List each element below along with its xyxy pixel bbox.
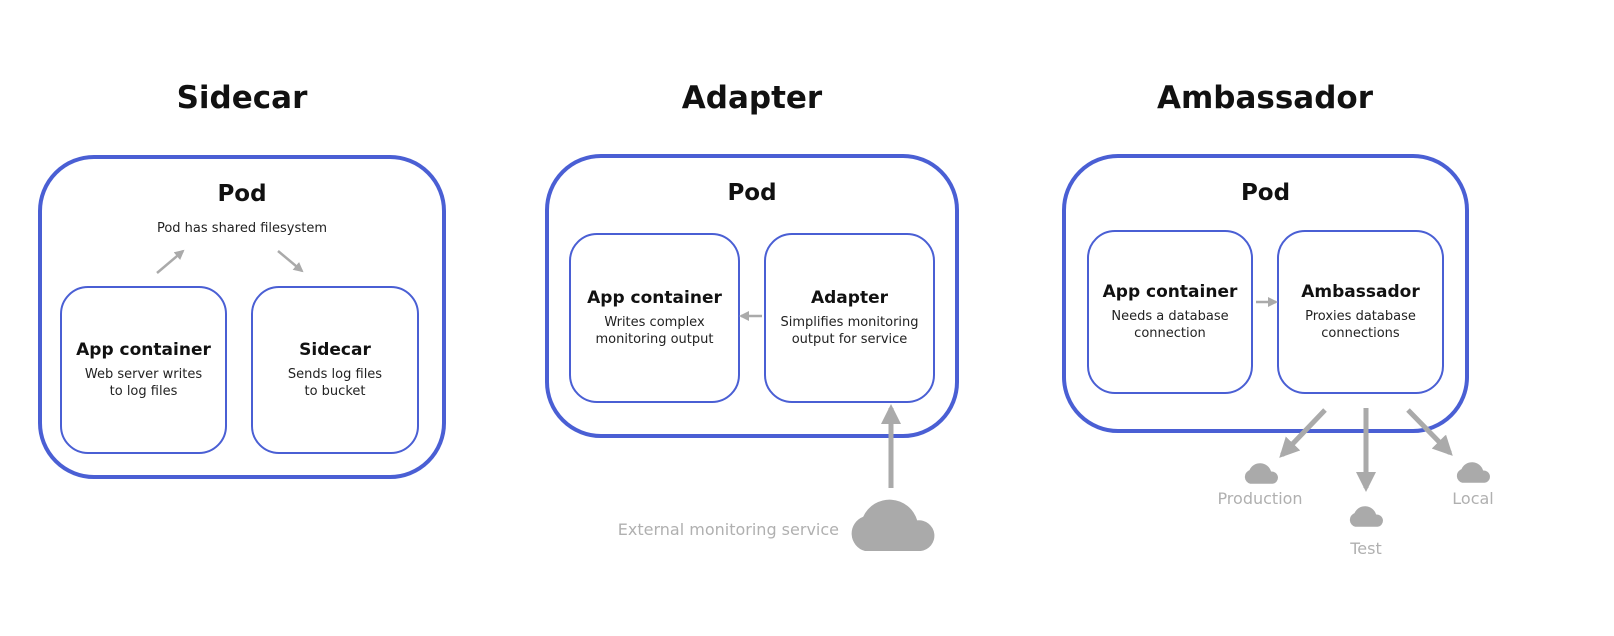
sidecar-pod: Pod Pod has shared filesystem [38, 155, 446, 479]
cloud-icon [1456, 462, 1490, 483]
target-label-local: Local [1452, 489, 1494, 508]
ambassador-pod: Pod [1062, 154, 1469, 433]
app-container-name: App container [587, 288, 722, 308]
cloud-icon [851, 499, 935, 551]
pod-label: Pod [217, 181, 267, 207]
app-container-box: App container Web server writes to log f… [60, 286, 227, 454]
app-container-desc: Web server writes to log files [84, 367, 203, 399]
app-container-name: App container [1102, 282, 1238, 302]
target-label-test: Test [1350, 539, 1382, 558]
sidecar-name: Sidecar [299, 340, 371, 360]
ambassador-box: Ambassador Proxies database connections [1277, 230, 1444, 394]
sidecar-desc: Sends log files to bucket [287, 367, 383, 399]
sidecar-box: Sidecar Sends log files to bucket [251, 286, 419, 454]
arrow-to-local [1406, 408, 1453, 456]
adapter-desc: Simplifies monitoring output for service [780, 315, 919, 347]
adapter-box: Adapter Simplifies monitoring output for… [764, 233, 935, 403]
pod-label: Pod [1240, 180, 1291, 206]
target-label-production: Production [1217, 489, 1303, 508]
pod-note: Pod has shared filesystem [156, 221, 328, 236]
cloud-icon [1349, 506, 1383, 527]
app-container-desc: Writes complex monitoring output [595, 315, 714, 347]
sidecar-title: Sidecar [176, 80, 308, 116]
pod-label: Pod [727, 180, 777, 206]
ambassador-title: Ambassador [1156, 80, 1373, 116]
arrow-fs-to-sidecar [277, 250, 304, 273]
adapter-name: Adapter [810, 288, 888, 308]
app-container-name: App container [76, 340, 211, 360]
ambassador-desc: Proxies database connections [1305, 309, 1416, 341]
arrow-to-production [1279, 408, 1327, 458]
app-container-box: App container Needs a database connectio… [1087, 230, 1253, 394]
ambassador-name: Ambassador [1301, 282, 1420, 302]
adapter-pod: Pod [545, 154, 959, 438]
cloud-icon [1244, 463, 1278, 484]
external-service-label: External monitoring service [617, 520, 839, 539]
adapter-title: Adapter [681, 80, 823, 116]
arrow-app-to-fs [156, 249, 185, 274]
app-container-desc: Needs a database connection [1111, 309, 1229, 341]
